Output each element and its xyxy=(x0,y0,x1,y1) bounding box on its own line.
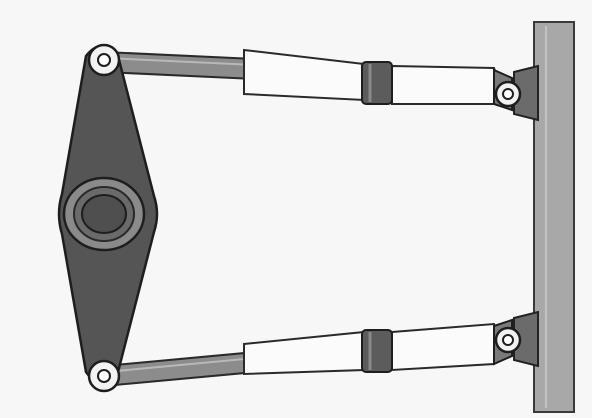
lower-hydraulic-cylinder xyxy=(243,318,522,376)
lower-rocker-pin xyxy=(87,359,121,393)
wall-mount xyxy=(533,21,575,413)
upper-rocker-pin xyxy=(87,43,121,77)
upper-hydraulic-cylinder xyxy=(243,48,522,112)
central-hub xyxy=(62,176,146,252)
